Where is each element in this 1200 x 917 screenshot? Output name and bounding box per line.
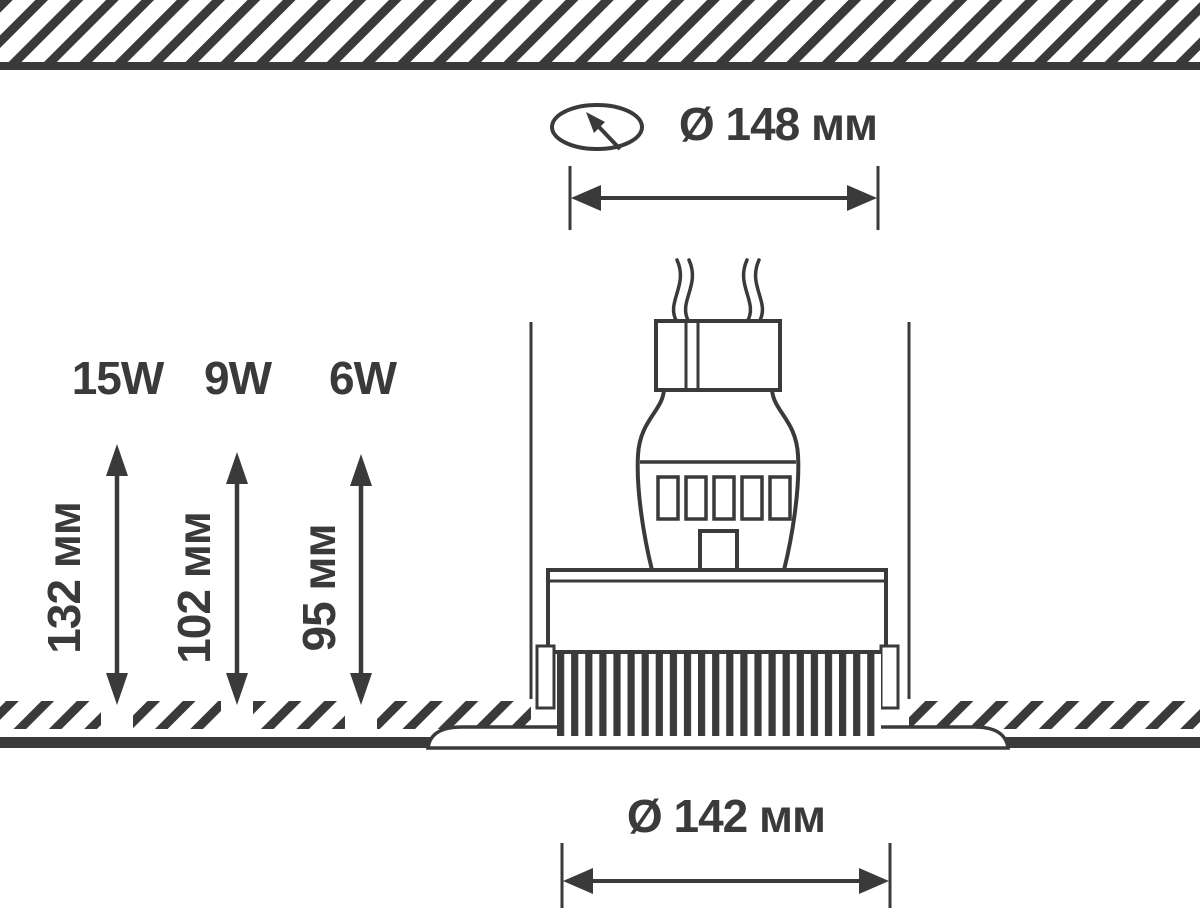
wattage-label-9w: 9W: [204, 352, 272, 404]
trim-and-heatsink: [425, 654, 1011, 750]
lamp-bulb: [635, 388, 801, 572]
bottom-diameter-label: Ø 142 мм: [626, 790, 826, 842]
heatsink-fins: [557, 654, 881, 736]
depth-label-132mm: 132 мм: [38, 502, 90, 654]
ceiling-top-edge-line: [0, 62, 1200, 70]
rotate-icon: [550, 103, 644, 151]
dimension-depth-arrows: [106, 444, 372, 705]
housing-body: [546, 568, 888, 654]
dimension-bottom-diameter: [560, 843, 892, 908]
vent-slots: [656, 475, 792, 521]
top-diameter-label: Ø 148 мм: [678, 98, 878, 150]
downlight-fixture: [535, 258, 900, 710]
depth-arrow-95mm: [350, 454, 372, 705]
connector-box: [654, 319, 782, 392]
wattage-label-6w: 6W: [329, 352, 397, 404]
spring-clips: [535, 644, 900, 710]
ceiling-hatch-top: [0, 0, 1200, 70]
bulb-base-block: [698, 529, 739, 572]
depth-arrow-132mm: [106, 444, 128, 705]
depth-label-95mm: 95 мм: [293, 524, 345, 652]
dimension-top-diameter: [568, 166, 880, 230]
wattage-label-15w: 15W: [71, 352, 165, 404]
depth-arrow-102mm: [226, 452, 248, 705]
cutout-boundary-lines: [529, 322, 911, 699]
supply-wires: [671, 258, 765, 324]
depth-label-102mm: 102 мм: [168, 512, 220, 664]
